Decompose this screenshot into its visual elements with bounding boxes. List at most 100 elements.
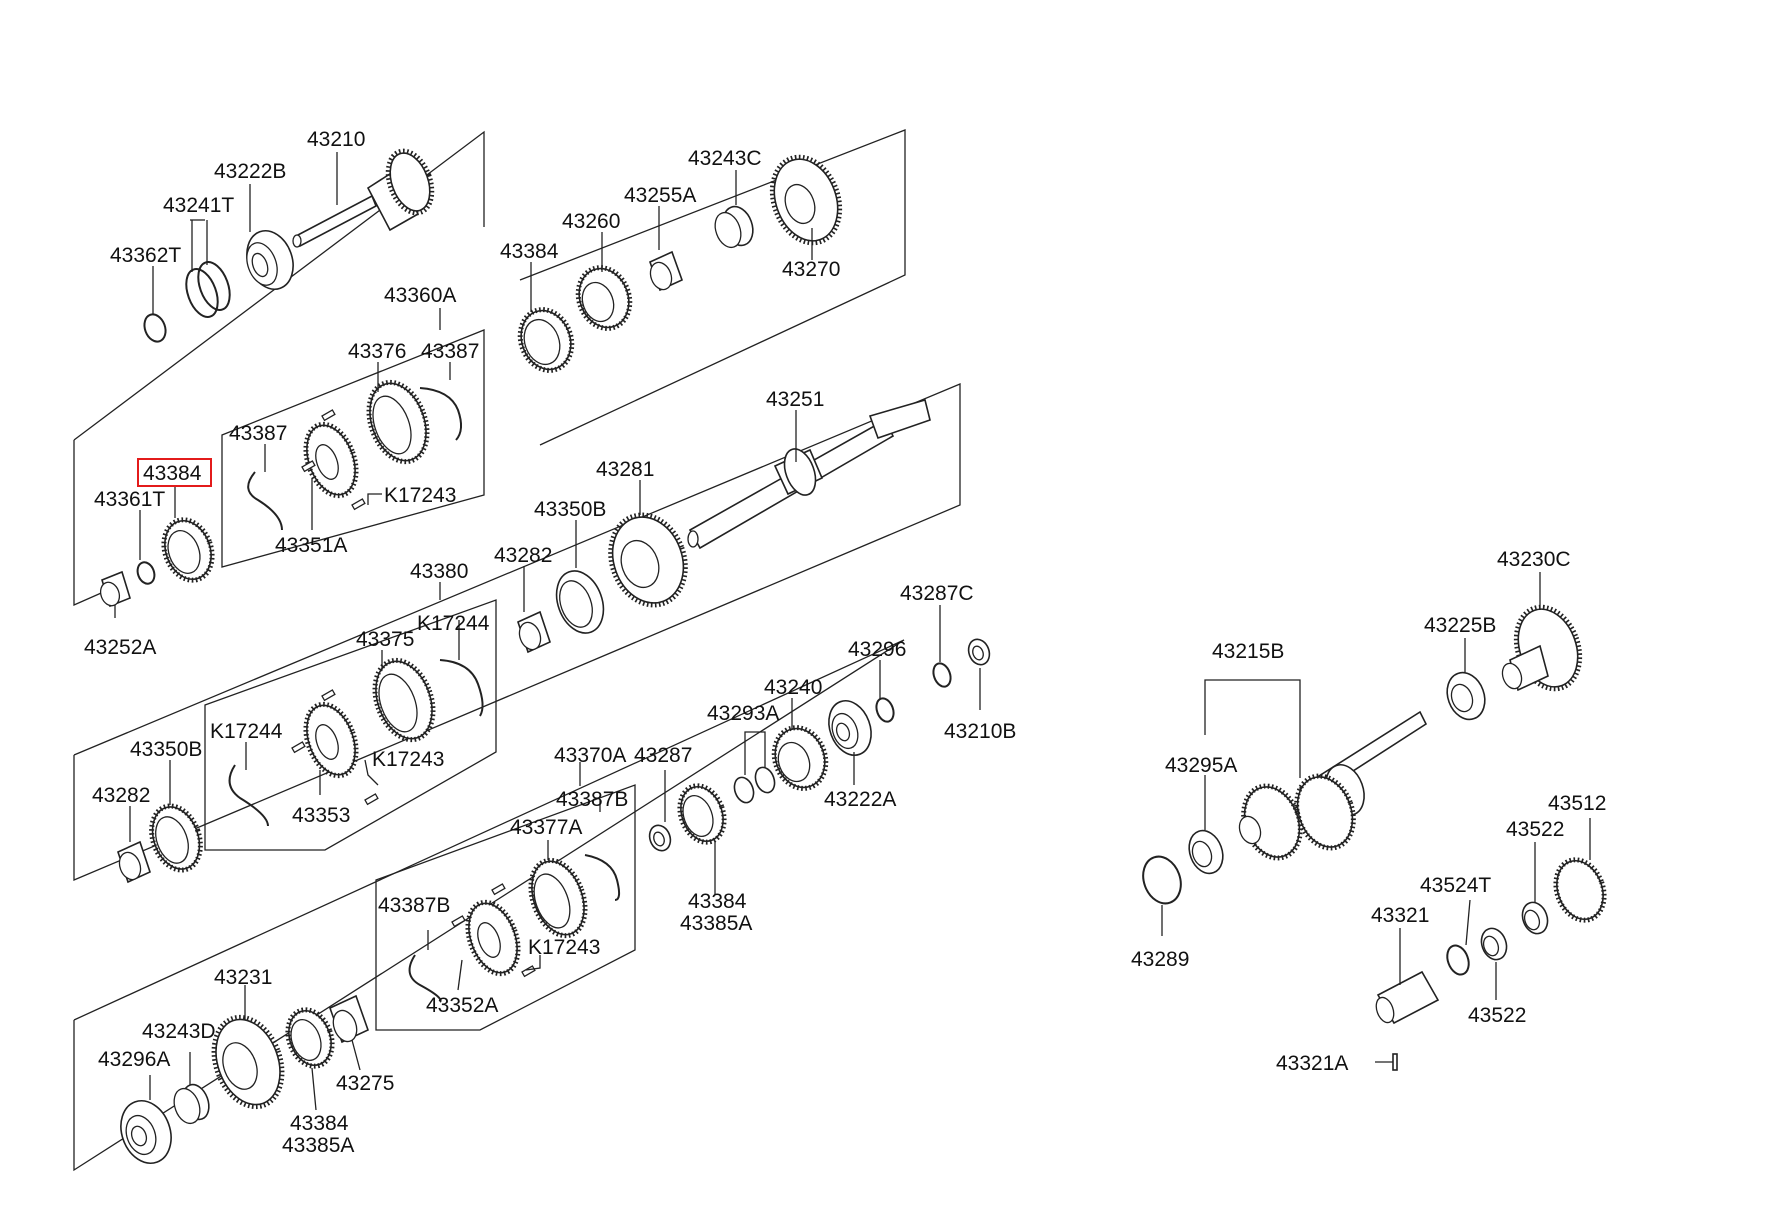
label-43282-b[interactable]: 43282 xyxy=(92,784,150,807)
label-43252A[interactable]: 43252A xyxy=(84,636,156,659)
leader-lines xyxy=(114,152,1591,1111)
label-43352A[interactable]: 43352A xyxy=(426,994,498,1017)
label-K17244-a[interactable]: K17244 xyxy=(417,612,490,635)
label-43353[interactable]: 43353 xyxy=(292,804,350,827)
label-43387B-b[interactable]: 43387B xyxy=(378,894,450,917)
counter-shaft-43215B xyxy=(1238,710,1428,861)
bearing-43275 xyxy=(329,994,369,1044)
label-43270[interactable]: 43270 xyxy=(782,258,840,281)
label-43384-top[interactable]: 43384 xyxy=(500,240,559,263)
label-43240[interactable]: 43240 xyxy=(764,676,822,699)
label-43387B-a[interactable]: 43387B xyxy=(556,788,628,811)
label-43222B[interactable]: 43222B xyxy=(214,160,286,183)
label-43260[interactable]: 43260 xyxy=(562,210,620,233)
synchro-43384-highlighted xyxy=(161,517,215,583)
label-43384-mid[interactable]: 43384 xyxy=(688,890,747,913)
label-43243C[interactable]: 43243C xyxy=(688,147,762,170)
collar-43243D xyxy=(173,1083,210,1125)
ring-43287C xyxy=(932,662,952,688)
label-43275[interactable]: 43275 xyxy=(336,1072,394,1095)
label-43377A[interactable]: 43377A xyxy=(510,816,582,839)
label-43385A-mid[interactable]: 43385A xyxy=(680,912,752,935)
label-43375[interactable]: 43375 xyxy=(356,628,414,651)
label-43361T[interactable]: 43361T xyxy=(94,488,165,511)
label-43296A[interactable]: 43296A xyxy=(98,1048,170,1071)
synchro-assembly-43360A xyxy=(247,379,462,531)
label-43287[interactable]: 43287 xyxy=(634,744,692,767)
label-K17243-c[interactable]: K17243 xyxy=(528,936,600,959)
label-43360A[interactable]: 43360A xyxy=(384,284,456,307)
synchro-assembly-43380 xyxy=(228,657,484,827)
label-43522-b[interactable]: 43522 xyxy=(1468,1004,1526,1027)
label-43289[interactable]: 43289 xyxy=(1131,948,1189,971)
gear-43240 xyxy=(771,725,829,791)
label-43251[interactable]: 43251 xyxy=(766,388,824,411)
gear-43260 xyxy=(575,265,633,331)
label-43295A[interactable]: 43295A xyxy=(1165,754,1237,777)
label-43387-b[interactable]: 43387 xyxy=(229,422,287,445)
group-frames xyxy=(73,129,961,1172)
label-43255A[interactable]: 43255A xyxy=(624,184,696,207)
part-labels: 43210 43222B 43241T 43362T 43243C 43255A… xyxy=(84,128,1606,1157)
label-43362T[interactable]: 43362T xyxy=(110,244,181,267)
label-43522-a[interactable]: 43522 xyxy=(1506,818,1564,841)
label-43321[interactable]: 43321 xyxy=(1371,904,1429,927)
bearing-43252A xyxy=(99,570,131,608)
bearing-43282-a xyxy=(517,610,551,654)
label-43524T[interactable]: 43524T xyxy=(1420,874,1491,897)
label-43287C[interactable]: 43287C xyxy=(900,582,974,605)
label-43351A[interactable]: 43351A xyxy=(275,534,347,557)
label-K17244-b[interactable]: K17244 xyxy=(210,720,283,743)
label-K17243-a[interactable]: K17243 xyxy=(384,484,456,507)
synchro-43350B-b xyxy=(149,803,203,873)
ring-43241T-a xyxy=(185,268,219,318)
shaft-43321 xyxy=(1375,970,1440,1025)
highlight-box-43384 xyxy=(137,458,212,487)
washer-43524T xyxy=(1446,944,1470,976)
label-43222A[interactable]: 43222A xyxy=(824,788,896,811)
label-43296[interactable]: 43296 xyxy=(848,638,906,661)
label-43384-highlighted[interactable]: 43384 xyxy=(143,462,202,485)
label-43512[interactable]: 43512 xyxy=(1548,792,1606,815)
label-43241T[interactable]: 43241T xyxy=(163,194,234,217)
washer-43210B xyxy=(967,638,991,666)
frame-43380 xyxy=(204,599,497,851)
label-43384-bot[interactable]: 43384 xyxy=(290,1112,349,1135)
label-43281[interactable]: 43281 xyxy=(596,458,654,481)
input-shaft-43210 xyxy=(292,148,435,248)
ring-43361T xyxy=(136,561,156,585)
synchro-43384-bot xyxy=(285,1007,335,1069)
label-43215B[interactable]: 43215B xyxy=(1212,640,1284,663)
label-43225B[interactable]: 43225B xyxy=(1424,614,1496,637)
nut-43287 xyxy=(648,824,672,852)
main-shaft-43251 xyxy=(687,398,931,550)
gear-43270 xyxy=(769,154,843,246)
ring-43289 xyxy=(1142,855,1182,905)
bearing-43295A xyxy=(1188,829,1224,875)
label-K17243-b[interactable]: K17243 xyxy=(372,748,444,771)
synchro-43384-mid xyxy=(677,783,727,845)
gear-43230C xyxy=(1501,604,1583,692)
label-43385A-bot[interactable]: 43385A xyxy=(282,1134,354,1157)
label-43321A[interactable]: 43321A xyxy=(1276,1052,1348,1075)
label-43210[interactable]: 43210 xyxy=(307,128,365,151)
frame-main-shaft xyxy=(73,383,961,881)
label-43380[interactable]: 43380 xyxy=(410,560,468,583)
label-43370A[interactable]: 43370A xyxy=(554,744,626,767)
label-43350B-a[interactable]: 43350B xyxy=(534,498,606,521)
collar-43243C xyxy=(714,205,754,249)
label-43350B-b[interactable]: 43350B xyxy=(130,738,202,761)
frame-upper-shaft xyxy=(73,130,485,441)
label-43376[interactable]: 43376 xyxy=(348,340,406,363)
label-43231[interactable]: 43231 xyxy=(214,966,272,989)
bearing-43282-b xyxy=(117,840,151,884)
label-43293A[interactable]: 43293A xyxy=(707,702,779,725)
label-43243D[interactable]: 43243D xyxy=(142,1020,216,1043)
label-43230C[interactable]: 43230C xyxy=(1497,548,1571,571)
gear-43231 xyxy=(211,1014,285,1110)
label-43282-a[interactable]: 43282 xyxy=(494,544,552,567)
ring-43362T xyxy=(143,313,167,343)
label-43387-a[interactable]: 43387 xyxy=(421,340,479,363)
label-43210B[interactable]: 43210B xyxy=(944,720,1016,743)
